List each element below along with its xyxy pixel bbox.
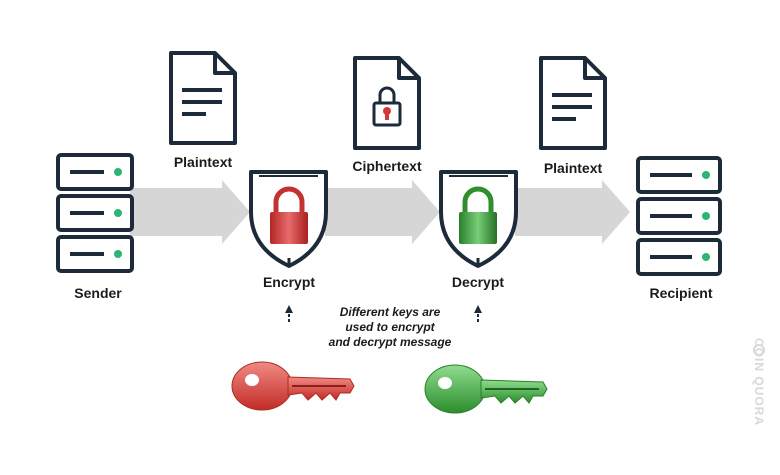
encrypt-pointer-icon bbox=[285, 305, 293, 322]
note-line-1: Different keys are bbox=[339, 305, 441, 319]
green-padlock-icon bbox=[459, 186, 497, 244]
sender-label: Sender bbox=[74, 285, 122, 301]
encrypt-label: Encrypt bbox=[262, 274, 316, 290]
ciphertext-label: Ciphertext bbox=[352, 158, 422, 174]
flow-arrow-1 bbox=[130, 180, 250, 244]
small-lock-icon bbox=[372, 86, 402, 127]
red-padlock-icon bbox=[270, 186, 308, 244]
plaintext-document-icon bbox=[169, 51, 237, 145]
plaintext-document-icon-2 bbox=[539, 56, 607, 150]
recipient-server-icon bbox=[636, 156, 722, 276]
decrypt-label: Decrypt bbox=[451, 274, 505, 290]
flow-arrow-2 bbox=[325, 180, 440, 244]
recipient-label: Recipient bbox=[649, 285, 713, 301]
asymmetric-keys-note: Different keys are used to encrypt and d… bbox=[300, 305, 480, 350]
plaintext-label-2: Plaintext bbox=[543, 160, 603, 176]
plaintext-label: Plaintext bbox=[173, 154, 233, 170]
green-key-icon bbox=[424, 364, 548, 414]
note-line-2: used to encrypt bbox=[345, 320, 435, 334]
watermark-logo-icon bbox=[753, 344, 765, 356]
red-key-icon bbox=[231, 361, 355, 411]
watermark-text: COIN QUORA bbox=[752, 338, 766, 426]
sender-server-icon bbox=[56, 153, 134, 273]
note-line-3: and decrypt message bbox=[328, 335, 452, 349]
flow-arrow-3 bbox=[515, 180, 630, 244]
decrypt-pointer-icon bbox=[474, 305, 482, 322]
